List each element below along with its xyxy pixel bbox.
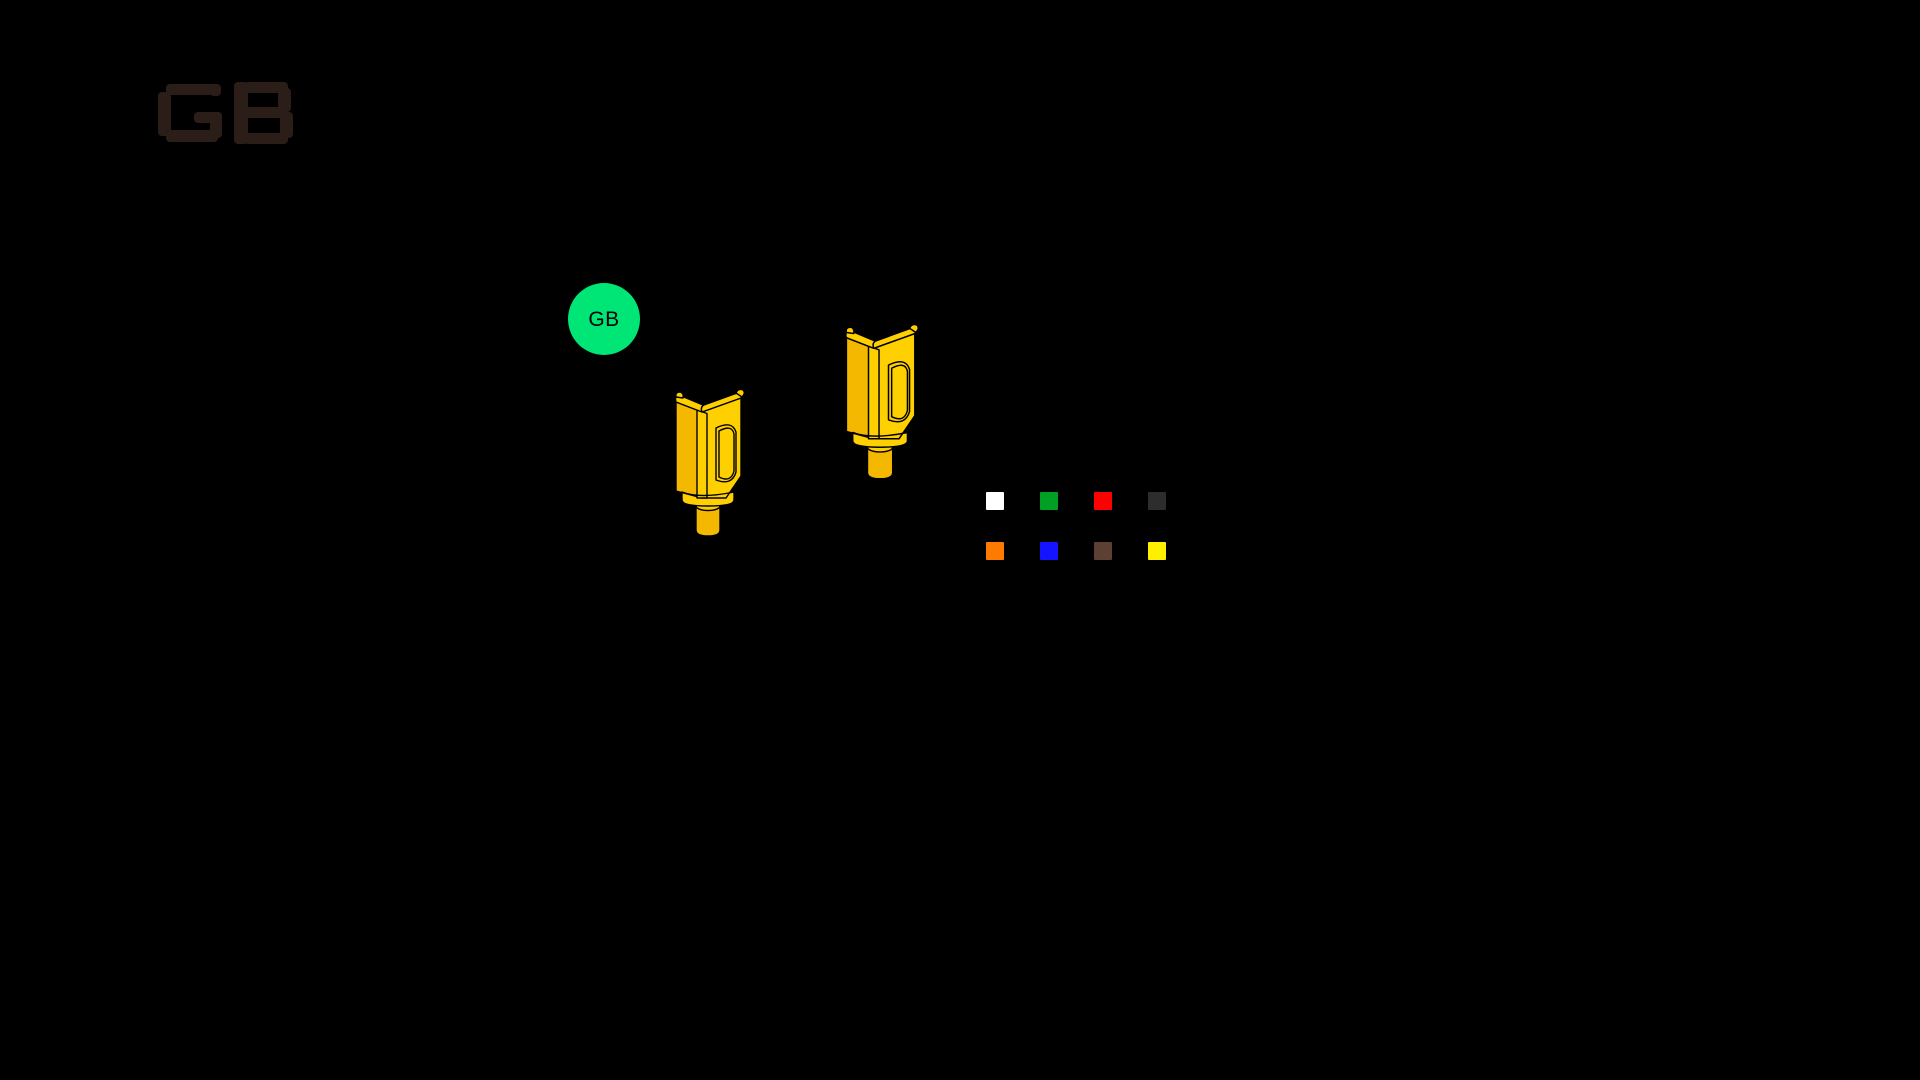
watermark-logo [158, 78, 308, 148]
swatch-red[interactable] [1094, 492, 1112, 510]
gb-badge[interactable]: GB [568, 283, 640, 355]
swatch-blue[interactable] [1040, 542, 1058, 560]
gb-model-2[interactable] [840, 323, 937, 483]
watermark-letter-g [158, 84, 222, 142]
swatch-gray[interactable] [1148, 492, 1166, 510]
swatch-white[interactable] [986, 492, 1004, 510]
gb-model-1[interactable] [670, 388, 762, 540]
swatch-green[interactable] [1040, 492, 1058, 510]
swatch-orange[interactable] [986, 542, 1004, 560]
gb-badge-label: GB [588, 307, 620, 331]
swatch-brown[interactable] [1094, 542, 1112, 560]
swatch-yellow[interactable] [1148, 542, 1166, 560]
watermark-letter-b [234, 82, 293, 144]
color-palette [986, 492, 1166, 560]
